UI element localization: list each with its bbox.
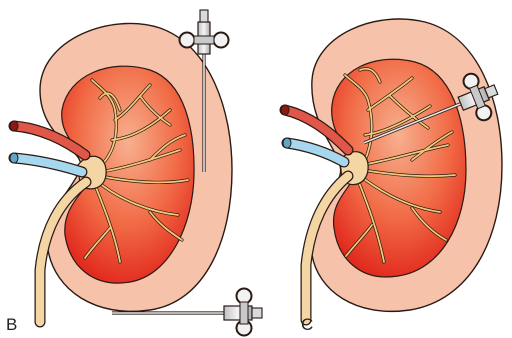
panel-label-c: C	[301, 315, 313, 335]
panel-b	[10, 10, 262, 336]
panel-c	[281, 19, 505, 320]
panel-label-b: B	[6, 315, 17, 335]
